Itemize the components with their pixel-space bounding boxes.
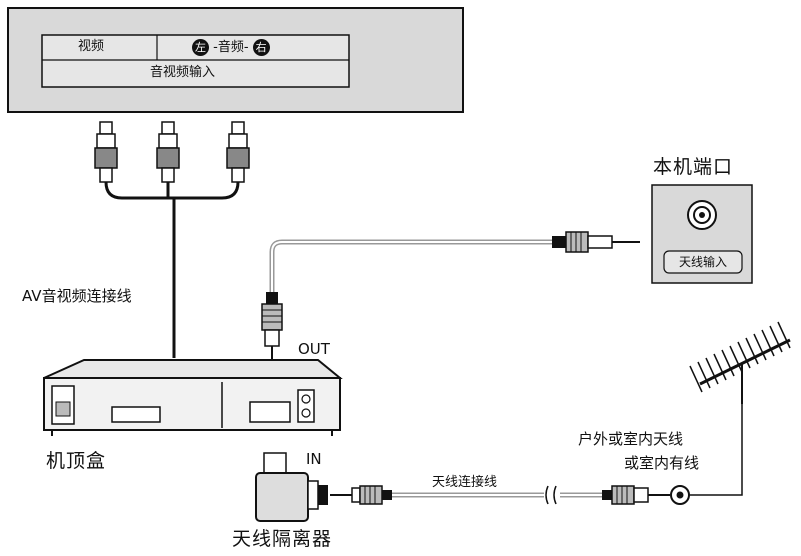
antenna-cable [330,404,743,505]
video-label: 视频 [78,39,105,54]
audio-port-labels: 左 -音频- 右 [192,39,270,56]
settop-box-label: 机顶盒 [46,450,107,472]
antenna-isolator [255,452,328,522]
rca-plug-audio-right [226,121,250,183]
av-input-label: 音视频输入 [150,65,216,80]
in-label: IN [306,450,322,468]
tv-port-title: 本机端口 [653,156,734,178]
rca-plug-video [94,121,118,183]
av-cable [104,181,240,358]
antenna-cable-label: 天线连接线 [432,475,498,490]
yagi-antenna [689,321,791,404]
audio-left-badge: 左 [192,39,209,56]
audio-right-badge: 右 [252,39,270,56]
out-label: OUT [298,340,330,358]
tv-back-panel [7,7,464,113]
settop-box [43,359,343,436]
antenna-label-line2: 或室内有线 [624,454,700,472]
av-cable-label: AV音视频连接线 [22,287,132,305]
rca-plug-audio-left [156,121,180,183]
antenna-label-line1: 户外或室内天线 [578,430,684,448]
audio-label: -音频- [213,40,249,55]
coax-cable-out [261,231,640,362]
isolator-label: 天线隔离器 [232,528,333,550]
antenna-input-label: 天线输入 [679,255,728,269]
tv-port-box [651,184,753,284]
